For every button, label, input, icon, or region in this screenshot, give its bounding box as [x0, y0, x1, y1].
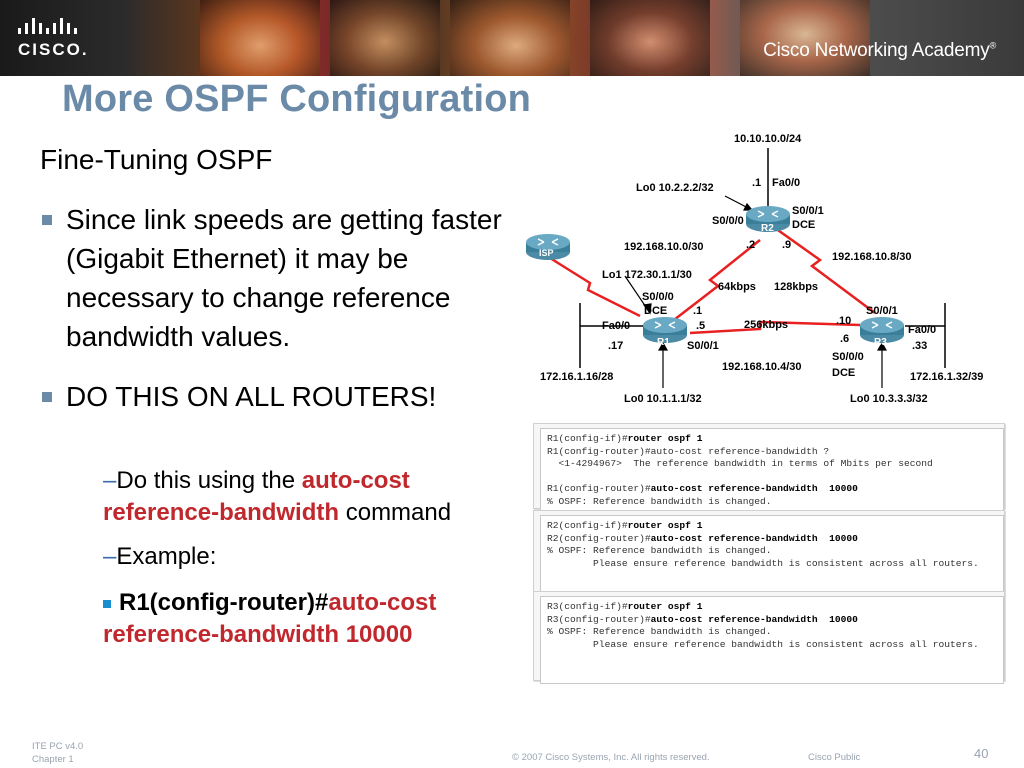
- console-output: R2(config-if)#router ospf 1 R2(config-ro…: [540, 515, 1004, 595]
- sub-text: command: [339, 499, 452, 526]
- router-r3-icon: [860, 317, 904, 343]
- cisco-logo: CISCO.: [18, 18, 118, 59]
- router-name-label: ISP: [539, 248, 554, 258]
- network-topology-diagram: 10.10.10.0/24 .1 Fa0/0 Lo0 10.2.2.2/32 S…: [526, 133, 983, 405]
- banner-photo: [450, 0, 570, 76]
- interface-label: S0/0/0: [832, 351, 864, 363]
- academy-text: Cisco Networking Academy: [763, 40, 990, 61]
- interface-label: S0/0/1: [687, 340, 719, 352]
- router-isp-icon: [526, 234, 570, 260]
- slide-subtitle: Fine-Tuning OSPF: [40, 144, 273, 175]
- slide-title: More OSPF Configuration: [62, 78, 532, 120]
- dce-label: DCE: [644, 305, 667, 317]
- router-r1-icon: [643, 317, 687, 343]
- sub-text: Do this using the: [116, 467, 302, 494]
- bullet-text: Since link speeds are getting faster (Gi…: [66, 204, 502, 352]
- sub-bullet-command: –Do this using the auto-cost reference-b…: [103, 467, 452, 526]
- address-label: .9: [782, 239, 791, 251]
- loopback-label: Lo0 10.1.1.1/32: [624, 393, 702, 405]
- course-label: ITE PC v4.0 Chapter 1: [32, 741, 84, 765]
- console-output: R3(config-if)#router ospf 1 R3(config-ro…: [540, 596, 1004, 684]
- interface-label: S0/0/1: [792, 205, 824, 217]
- address-label: .5: [696, 320, 705, 332]
- example-command: R1(config-router)#auto-cost reference-ba…: [103, 587, 523, 651]
- bullet-all-routers: DO THIS ON ALL ROUTERS!: [40, 377, 500, 416]
- bandwidth-label: 128kbps: [774, 281, 818, 293]
- page-number: 40: [974, 746, 989, 761]
- console-panel-r3: R3(config-if)#router ospf 1 R3(config-ro…: [533, 591, 1005, 684]
- interface-label: S0/0/1: [866, 305, 898, 317]
- bandwidth-label: 64kbps: [718, 281, 756, 293]
- small-square-bullet-icon: [103, 599, 111, 608]
- square-bullet-icon: [42, 392, 52, 402]
- banner-photo: [330, 0, 440, 76]
- address-label: .17: [608, 340, 623, 352]
- address-label: .10: [836, 315, 851, 327]
- network-label: 192.168.10.4/30: [722, 361, 802, 373]
- loopback-label: Lo0 10.3.3.3/32: [850, 393, 928, 405]
- copyright-text: © 2007 Cisco Systems, Inc. All rights re…: [512, 752, 710, 763]
- bullet-text: DO THIS ON ALL ROUTERS!: [66, 381, 437, 412]
- command-emphasis: auto-cost reference-bandwidth: [103, 467, 410, 526]
- router-r2-icon: [746, 206, 790, 232]
- address-label: .2: [746, 239, 755, 251]
- interface-label: S0/0/0: [642, 291, 674, 303]
- interface-label: Fa0/0: [602, 320, 630, 332]
- bandwidth-label: 256kbps: [744, 319, 788, 331]
- sub-text: Example:: [116, 543, 217, 570]
- command-emphasis: auto-cost reference-bandwidth 10000: [103, 589, 437, 648]
- dce-label: DCE: [832, 367, 855, 379]
- address-label: .33: [912, 340, 927, 352]
- lan-label: 172.16.1.32/39: [910, 371, 983, 383]
- network-label: 10.10.10.0/24: [734, 133, 802, 145]
- console-panel-r1: R1(config-if)#router ospf 1 R1(config-ro…: [533, 423, 1005, 512]
- loopback-label: Lo1 172.30.1.1/30: [602, 269, 692, 281]
- interface-label: S0/0/0: [712, 215, 744, 227]
- interface-label: Fa0/0: [908, 324, 936, 336]
- console-panel-r2: R2(config-if)#router ospf 1 R2(config-ro…: [533, 510, 1005, 595]
- registered-mark: ®: [989, 40, 997, 51]
- address-label: .1: [693, 305, 702, 317]
- cisco-bars-icon: [18, 18, 118, 34]
- router-name-label: R2: [761, 223, 774, 234]
- cisco-wordmark: CISCO.: [18, 40, 89, 59]
- network-label: 192.168.10.8/30: [832, 251, 912, 263]
- loopback-label: Lo0 10.2.2.2/32: [636, 182, 714, 194]
- lan-label: 172.16.1.16/28: [540, 371, 613, 383]
- network-label: 192.168.10.0/30: [624, 241, 704, 253]
- interface-label: Fa0/0: [772, 177, 800, 189]
- banner-photo: [740, 0, 870, 76]
- address-label: .1: [752, 177, 761, 189]
- academy-wordmark: Cisco Networking Academy®: [763, 40, 996, 62]
- bullet-link-speeds: Since link speeds are getting faster (Gi…: [40, 200, 520, 356]
- header-banner: CISCO. Cisco Networking Academy®: [0, 0, 1024, 76]
- prompt-text: R1(config-router)#: [119, 589, 329, 616]
- dce-label: DCE: [792, 219, 815, 231]
- router-name-label: R1: [657, 337, 670, 348]
- classification-text: Cisco Public: [808, 752, 861, 763]
- square-bullet-icon: [42, 215, 52, 225]
- router-name-label: R3: [874, 337, 887, 348]
- banner-photo: [590, 0, 710, 76]
- sub-bullet-example: –Example:: [103, 543, 217, 570]
- address-label: .6: [840, 333, 849, 345]
- banner-photo: [200, 0, 320, 76]
- console-output: R1(config-if)#router ospf 1 R1(config-ro…: [540, 428, 1004, 512]
